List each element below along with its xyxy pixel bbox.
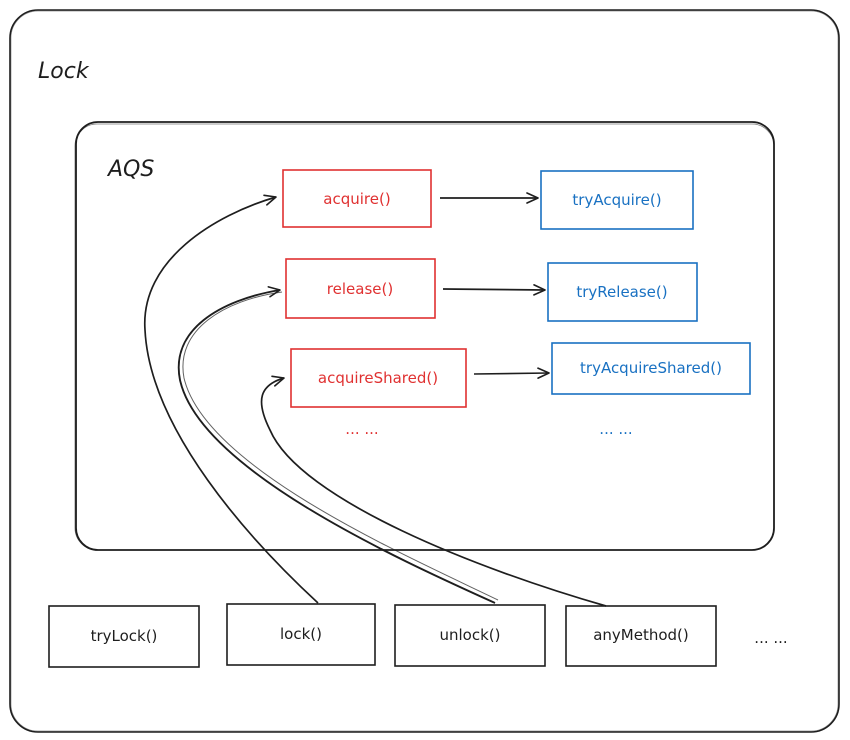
aqs-method-release: release() [285,258,436,319]
lock-method-anymethod: anyMethod() [565,605,717,667]
aqs-method-acquire-shared: acquireShared() [290,348,467,408]
lock-container [9,9,840,733]
aqs-try-release: tryRelease() [547,262,698,322]
aqs-method-release-label: release() [327,280,393,298]
aqs-more-methods: ... ... [345,420,378,438]
aqs-more-try-methods: ... ... [599,420,632,438]
lock-more-methods: ... ... [754,629,787,647]
aqs-try-acquire-shared: tryAcquireShared() [551,342,751,395]
lock-method-trylock-label: tryLock() [91,627,158,645]
arrow-release-to-try-release [442,284,546,296]
lock-method-unlock: unlock() [394,604,546,667]
lock-method-unlock-label: unlock() [440,626,501,644]
arrow-anymethod-to-acquire-shared [260,375,607,607]
lock-method-lock: lock() [226,603,376,666]
aqs-try-release-label: tryRelease() [576,283,667,301]
aqs-method-acquire-shared-label: acquireShared() [318,369,438,387]
aqs-container [74,121,775,551]
arrow-unlock-to-release [177,286,496,604]
aqs-try-acquire: tryAcquire() [540,170,694,230]
lock-title: Lock [38,59,90,84]
aqs-try-acquire-label: tryAcquire() [572,191,661,209]
lock-method-lock-label: lock() [280,625,322,643]
lock-method-trylock: tryLock() [48,605,200,668]
arrow-unlock-to-release-shadow [182,291,499,601]
aqs-try-acquire-shared-label: tryAcquireShared() [580,359,722,377]
arrow-acquire-shared-to-try-acquire-shared [473,367,550,379]
lock-method-anymethod-label: anyMethod() [593,626,689,644]
arrow-lock-to-acquire [144,194,319,604]
aqs-title: AQS [106,157,154,182]
aqs-method-acquire-label: acquire() [323,190,390,208]
aqs-method-acquire: acquire() [282,169,432,228]
